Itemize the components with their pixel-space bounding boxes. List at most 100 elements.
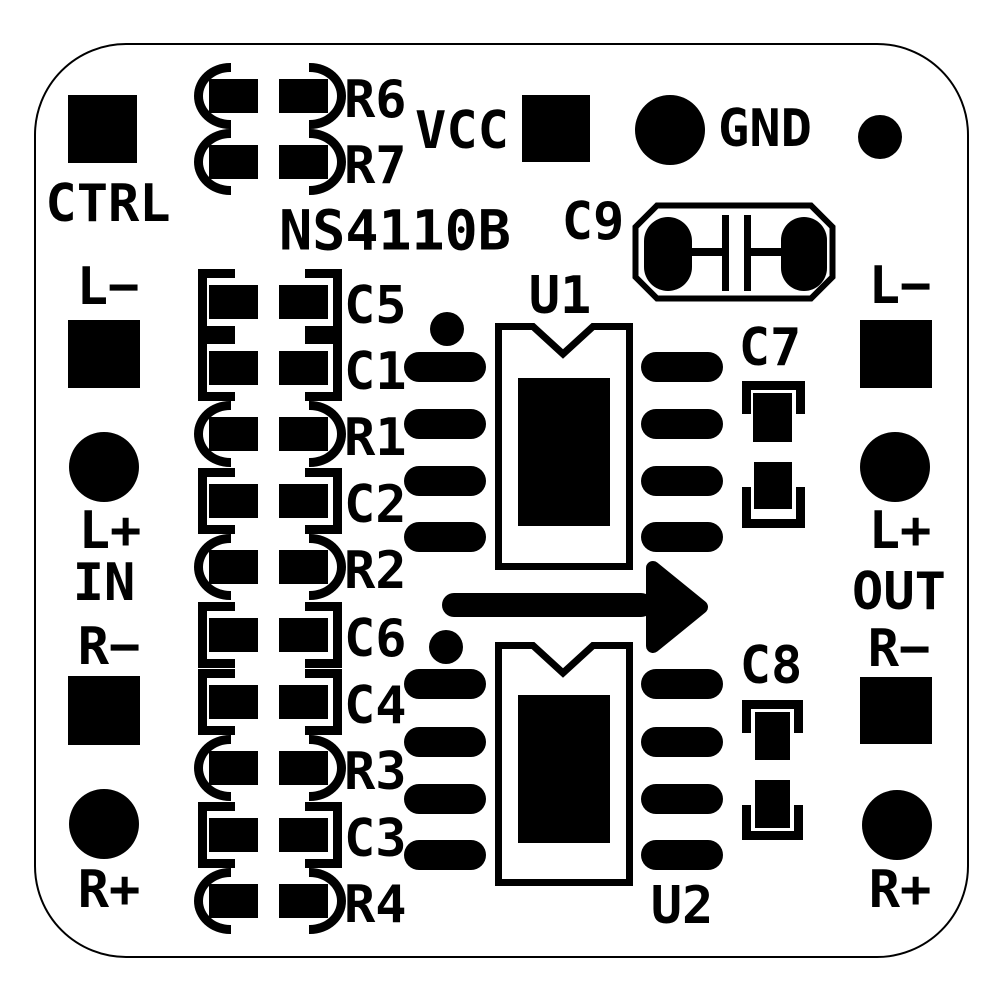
u2-pin [404,669,486,699]
u1-pin [404,409,486,439]
u1-pin [641,352,723,382]
out-l-plus-label: L+ [868,501,932,561]
in-r-minus-pad [68,676,140,745]
u1-pin [641,409,723,439]
pad [209,685,258,719]
in-r-plus-pad [69,789,139,859]
out-label: OUT [852,562,946,622]
refdes-label: R2 [344,541,407,601]
c7-pad [753,393,792,442]
bracket-left [194,868,231,934]
c7-bracket-top [742,381,805,414]
footprint-c1: C1 [198,335,407,401]
bracket-right [309,129,346,195]
pad [209,550,258,584]
pad [279,351,328,385]
in-r-minus-label: R− [77,617,141,677]
bracket-right [309,534,346,600]
refdes-label: R4 [344,875,407,935]
c8-pad [755,712,790,760]
u2-pin [404,840,486,870]
bracket-right [305,802,342,868]
bracket-left [194,129,231,195]
pad [279,751,328,785]
pad [209,145,258,179]
ctrl-label: CTRL [45,174,171,234]
u2-thermal-pad [518,695,610,843]
u1-pin [404,466,486,496]
out-r-minus-label: R− [867,619,931,679]
bracket-left [198,269,235,335]
out-l-plus-pad [860,432,930,502]
in-r-plus-label: R+ [77,860,141,920]
refdes-label: R3 [344,742,407,802]
footprint-c5: C5 [198,269,407,335]
u1-pin1-dot [430,312,464,346]
ctrl-pad [68,95,137,163]
bracket-right [305,468,342,534]
footprint-r2: R2 [194,534,407,600]
vcc-label: VCC [415,101,509,161]
footprint-c6: C6 [198,602,407,668]
out-l-minus-label: L− [868,256,932,316]
c9-label: C9 [561,192,625,252]
footprint-c4: C4 [198,669,407,735]
u1-pin [641,522,723,552]
refdes-label: R6 [344,70,407,130]
footprint-r7: R7 [194,129,407,195]
in-label: IN [72,553,136,613]
out-l-minus-pad [860,320,932,388]
bracket-left [198,802,235,868]
u2-pin [404,784,486,814]
refdes-label: R1 [344,408,407,468]
refdes-label: C1 [344,342,407,402]
pad [209,484,258,518]
out-r-minus-pad [860,677,932,744]
bracket-left [198,669,235,735]
refdes-label: C6 [344,609,407,669]
u1-label: U1 [528,266,592,326]
bracket-left [194,401,231,467]
u2-pin [641,727,723,757]
c9-cap-symbol-lead [751,248,782,256]
bracket-left [198,468,235,534]
u2-pin1-dot [429,630,463,664]
pad [209,884,258,918]
bracket-right [309,735,346,801]
footprint-r1: R1 [194,401,407,467]
signal-arrow-head [646,561,708,653]
u2-label: U2 [650,876,714,936]
pad [279,550,328,584]
c7-label: C7 [738,318,802,378]
pad [209,351,258,385]
c9-cap-symbol-plate [722,215,729,291]
bracket-right [305,335,342,401]
gnd-label: GND [718,99,812,159]
bracket-left [198,335,235,401]
pad [209,285,258,319]
pad [279,884,328,918]
gnd-pad [635,95,705,165]
u2-pin [641,784,723,814]
c7-bracket-bottom [742,487,805,528]
pad [209,79,258,113]
refdes-label: C2 [344,475,407,535]
vcc-pad [522,95,590,162]
in-l-plus-label: L+ [78,501,142,561]
pad [279,417,328,451]
pad [279,145,328,179]
bracket-right [305,602,342,668]
refdes-label: C5 [344,276,407,336]
c9-pad-left [644,217,692,291]
pad [279,285,328,319]
c8-bracket-top [742,700,803,733]
c9-cap-symbol-lead [691,248,722,256]
c7-pad [754,462,792,509]
c8-label: C8 [739,636,803,696]
bracket-right [305,669,342,735]
bracket-left [198,602,235,668]
in-l-minus-pad [68,320,140,388]
footprint-r3: R3 [194,735,407,801]
pad [209,417,258,451]
